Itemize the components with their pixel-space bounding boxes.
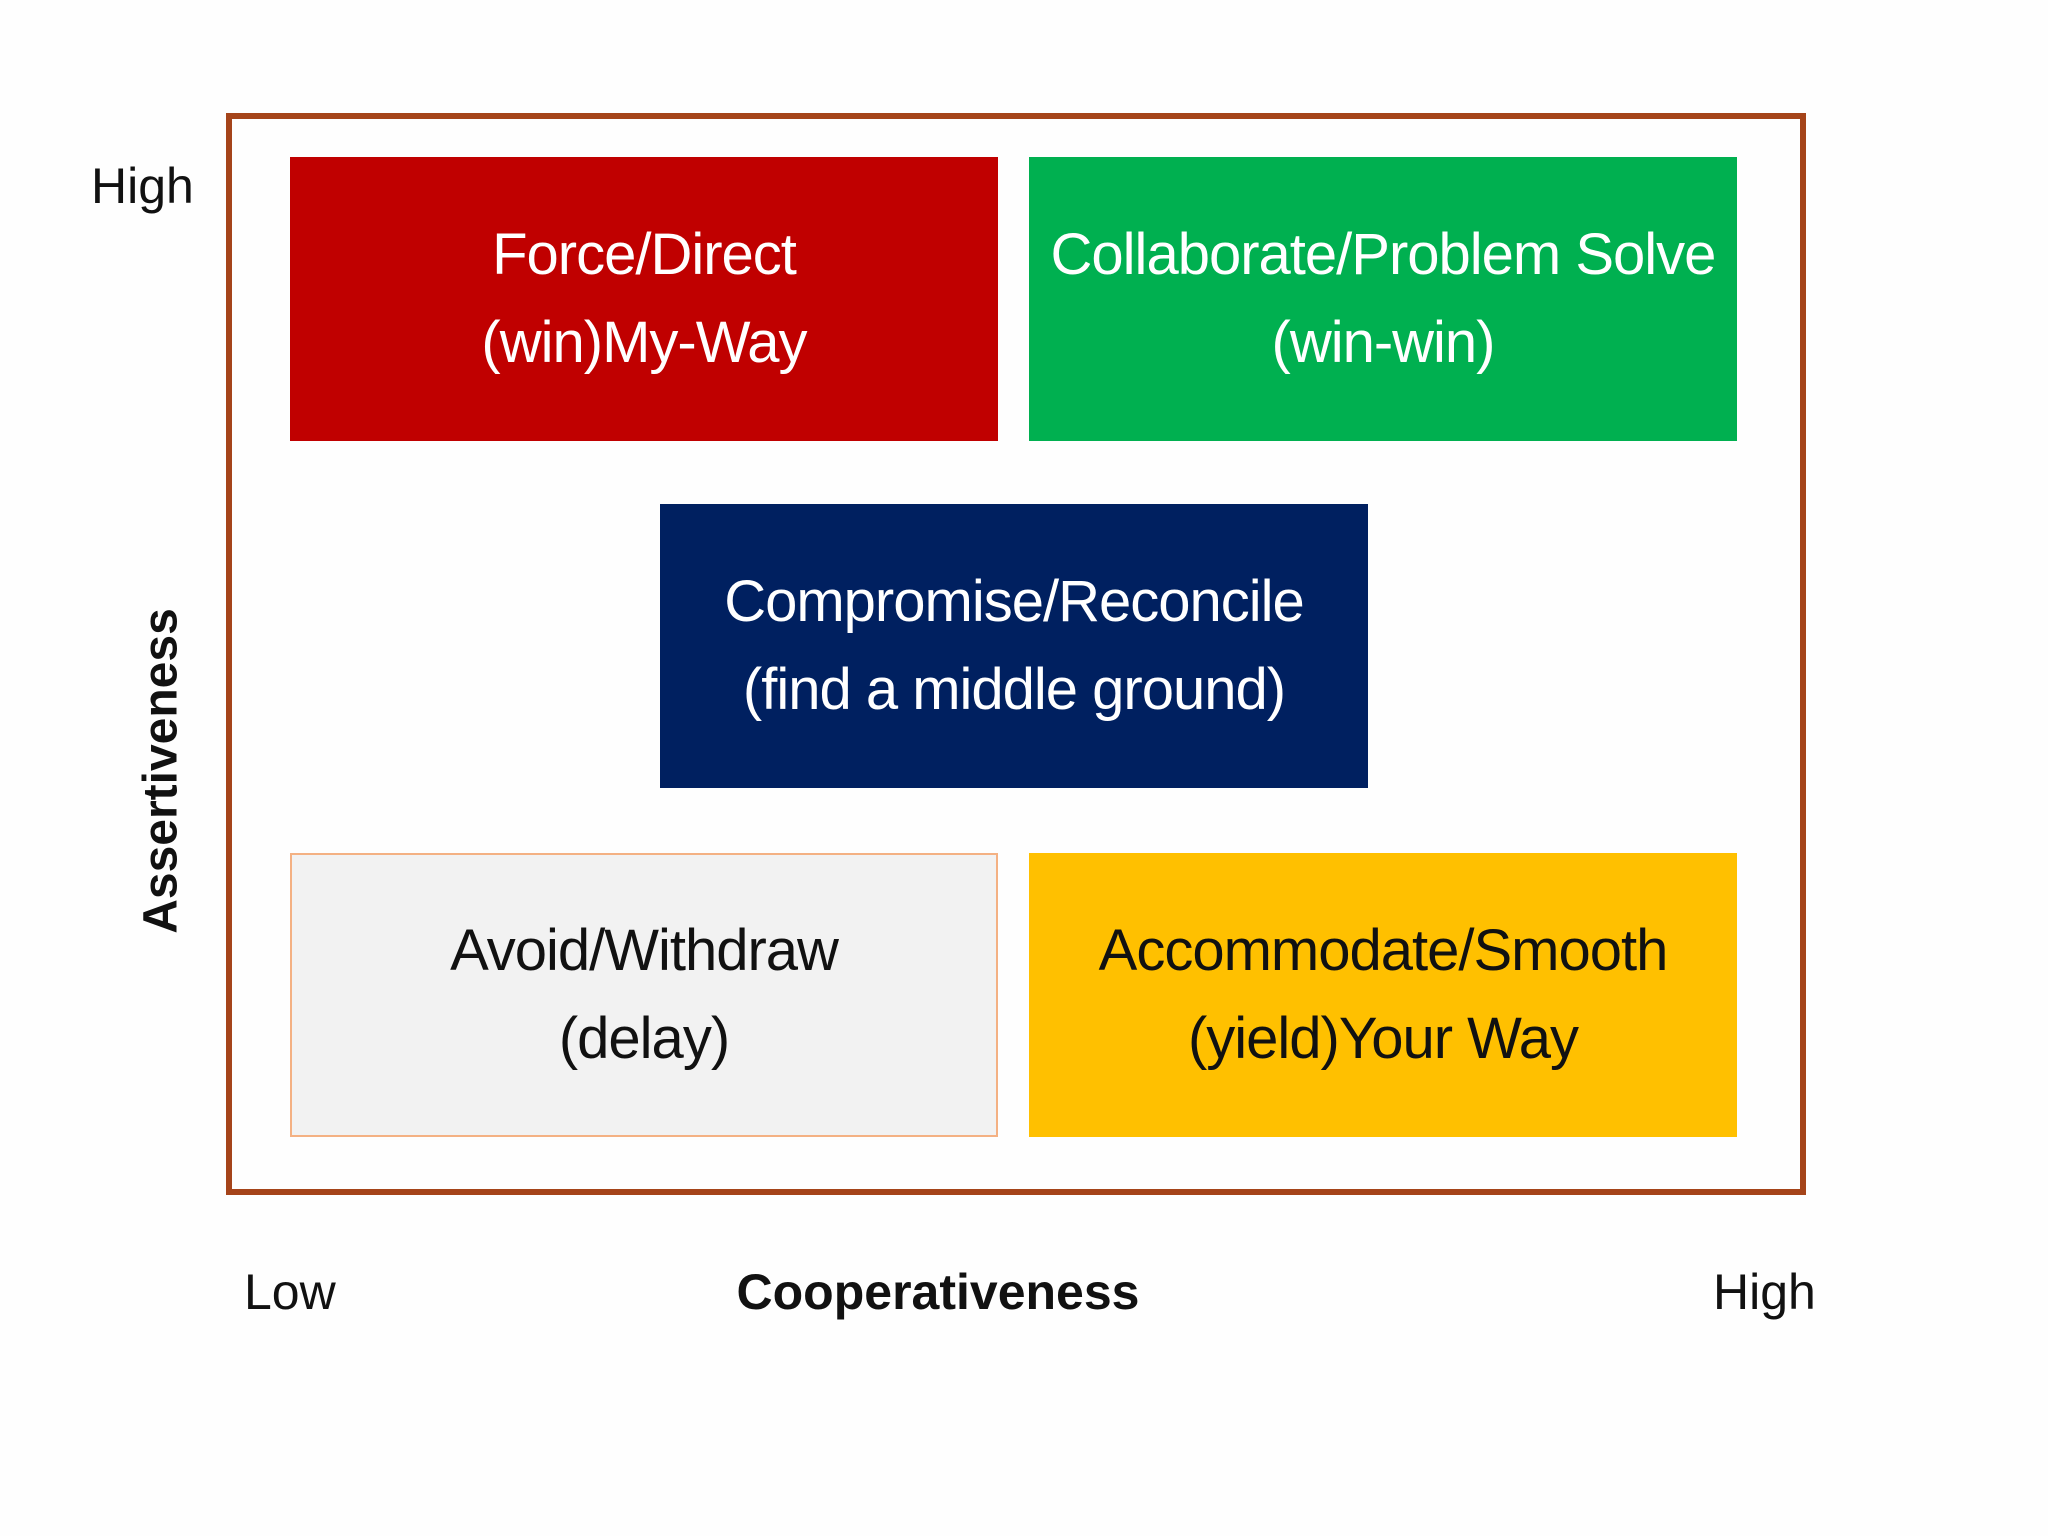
avoid-subtitle: (delay) bbox=[558, 1006, 730, 1071]
accommodate-title: Accommodate/Smooth bbox=[1098, 918, 1669, 983]
force-direct-box: Force/Direct (win)My-Way bbox=[290, 157, 998, 441]
x-axis-low-label: Low bbox=[244, 1264, 336, 1320]
compromise-box: Compromise/Reconcile (find a middle grou… bbox=[660, 504, 1368, 788]
accommodate-box: Accommodate/Smooth (yield)Your Way bbox=[1029, 853, 1737, 1137]
x-axis-label: Cooperativeness bbox=[736, 1264, 1140, 1320]
diagram-frame bbox=[226, 113, 1806, 1195]
avoid-title: Avoid/Withdraw bbox=[450, 918, 839, 983]
y-axis-high-label: High bbox=[91, 158, 194, 214]
x-axis-high-label: High bbox=[1713, 1264, 1816, 1320]
compromise-title: Compromise/Reconcile bbox=[724, 569, 1305, 634]
avoid-box: Avoid/Withdraw (delay) bbox=[290, 853, 998, 1137]
collaborate-box: Collaborate/Problem Solve (win-win) bbox=[1029, 157, 1737, 441]
collaborate-title: Collaborate/Problem Solve bbox=[1050, 222, 1717, 287]
accommodate-subtitle: (yield)Your Way bbox=[1187, 1006, 1579, 1071]
compromise-subtitle: (find a middle ground) bbox=[742, 657, 1286, 722]
force-title: Force/Direct bbox=[492, 222, 797, 287]
force-subtitle: (win)My-Way bbox=[481, 310, 807, 375]
y-axis-label: Assertiveness bbox=[134, 608, 188, 934]
collaborate-subtitle: (win-win) bbox=[1271, 310, 1496, 375]
